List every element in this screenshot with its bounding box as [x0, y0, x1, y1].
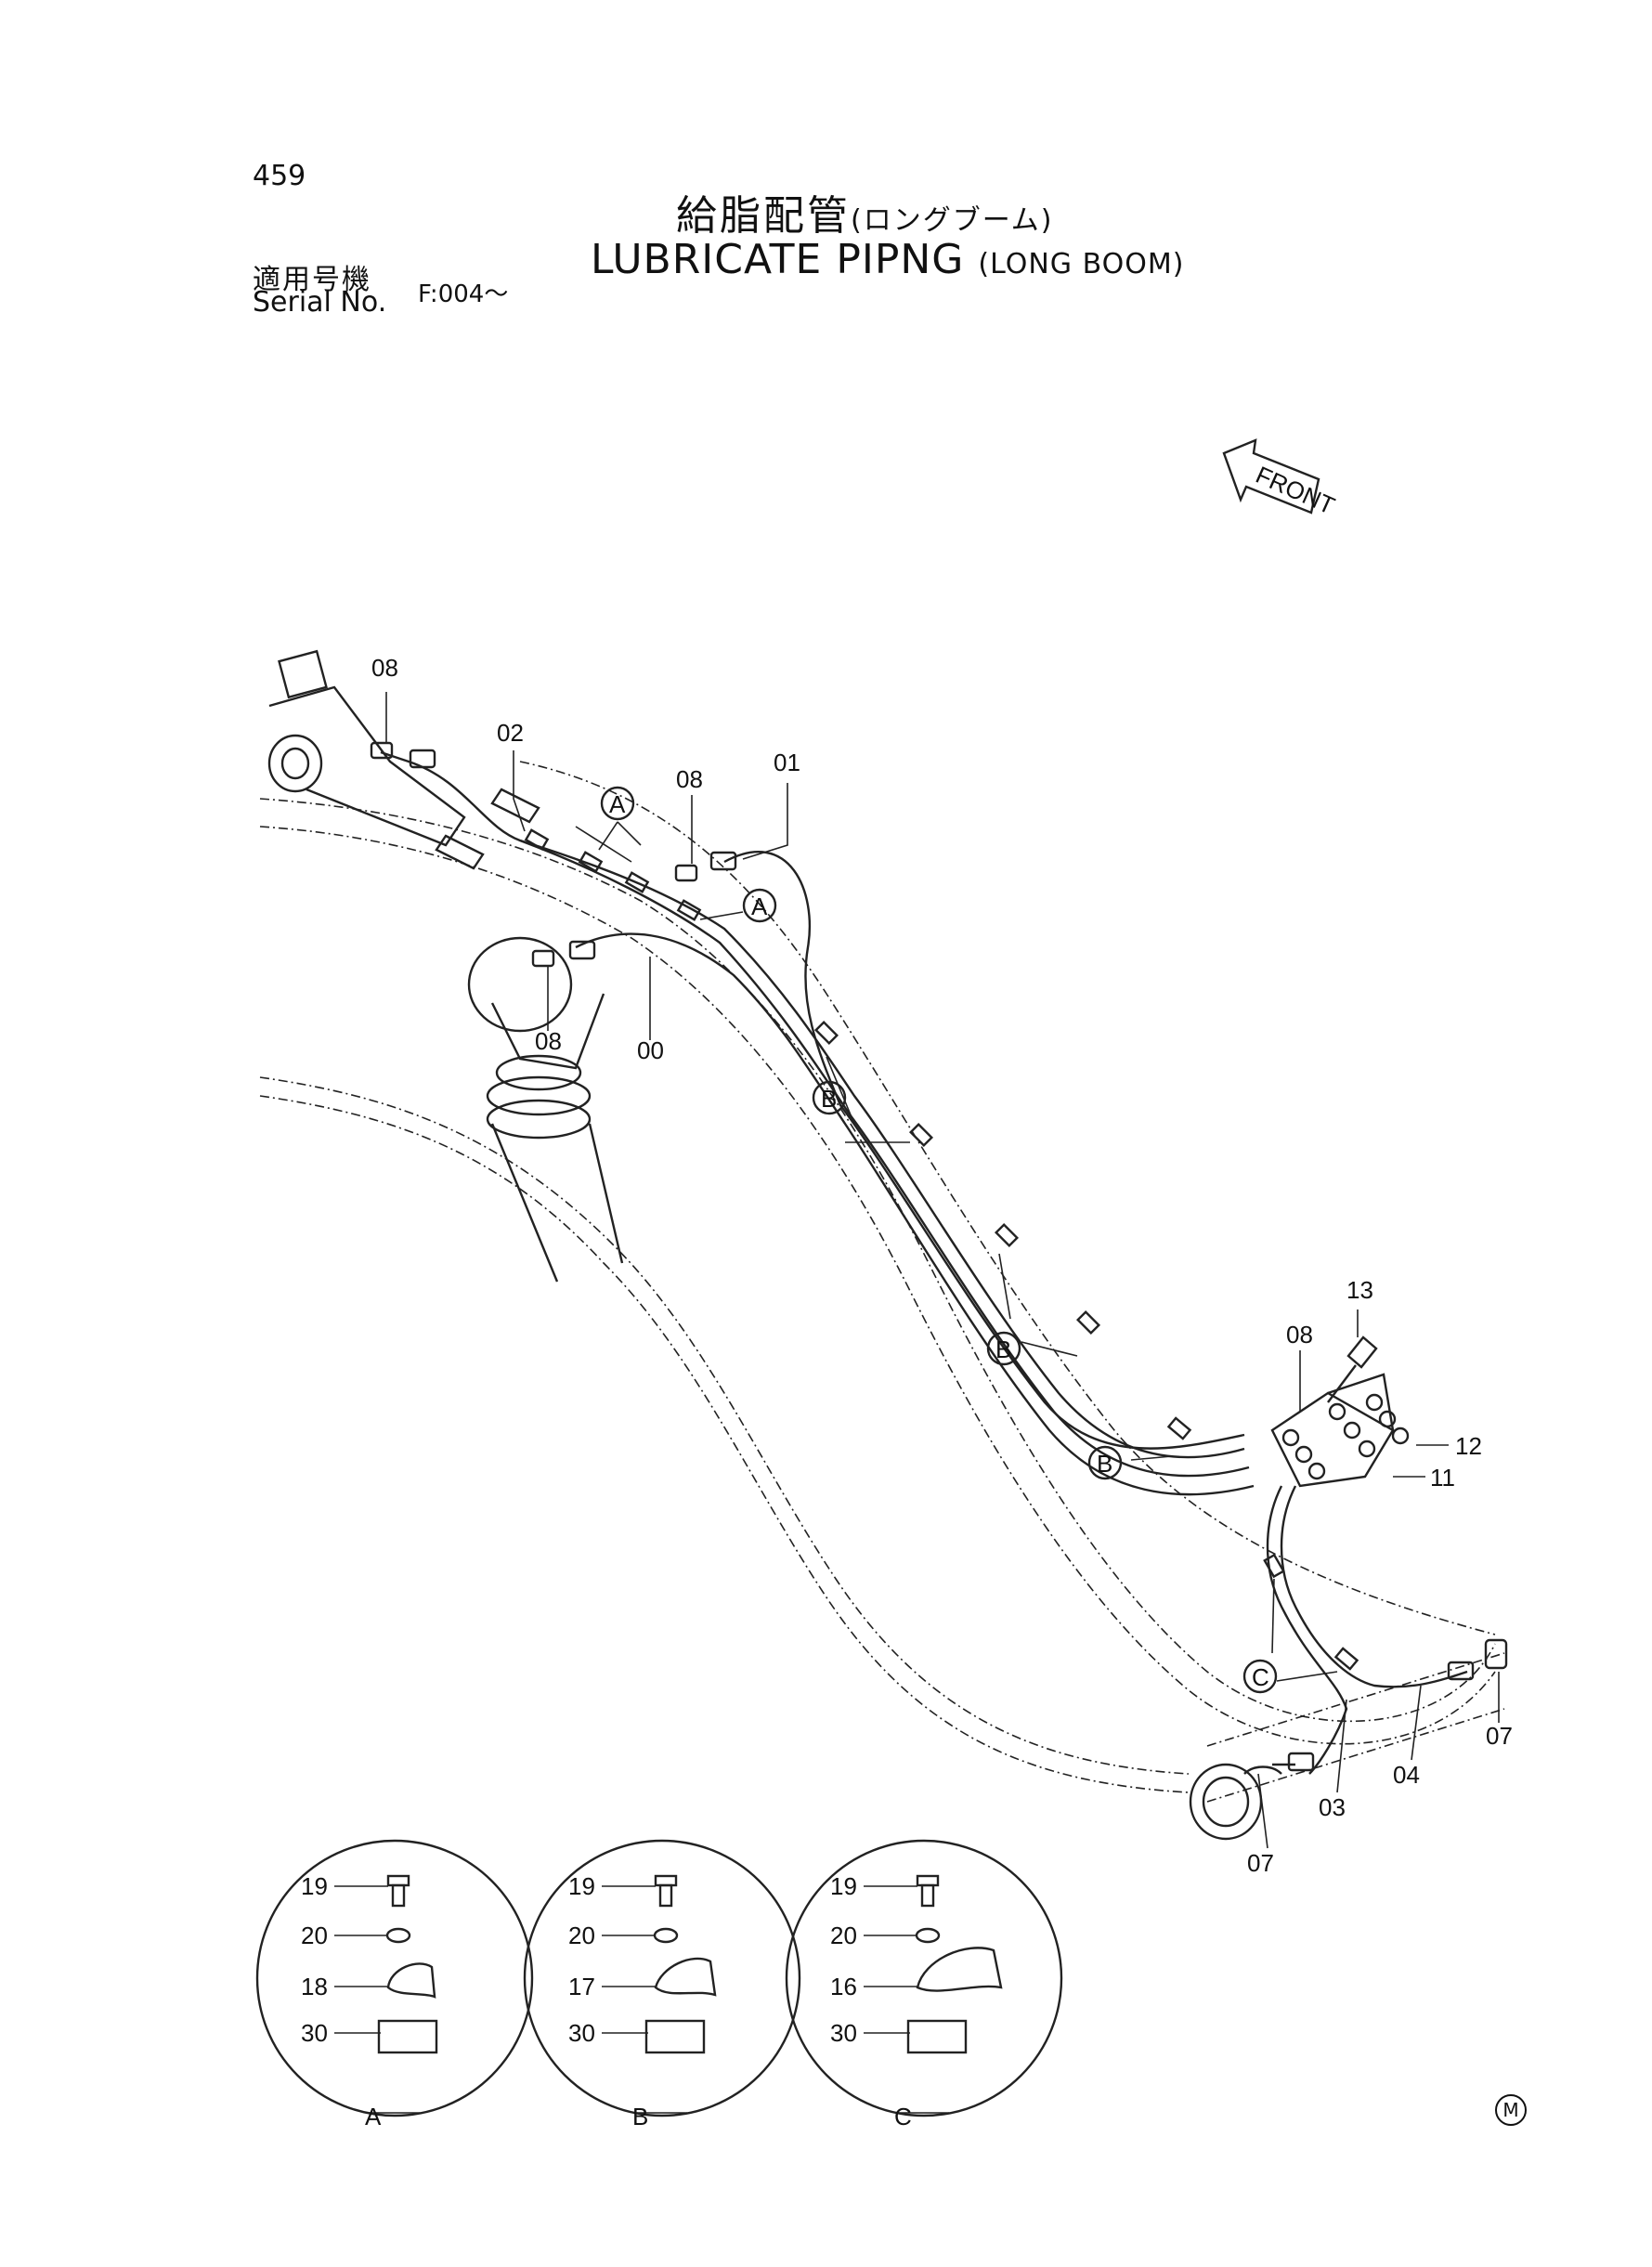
distribution-block	[1270, 1335, 1410, 1488]
grease-pipes	[380, 750, 1468, 1775]
title-japanese: 給脂配管(ロングブーム)	[676, 182, 1054, 241]
detail-b-label: B	[632, 2103, 648, 2130]
marker-b1: B	[821, 1085, 837, 1113]
detail-b-part-3: 17	[568, 1973, 595, 2000]
clamps	[524, 828, 1359, 1671]
callout-07: 07	[1486, 1722, 1513, 1750]
title-jp-sub: (ロングブーム)	[851, 204, 1054, 237]
callout-08: 08	[1286, 1321, 1313, 1348]
detail-c-part-1: 19	[830, 1872, 857, 1900]
detail-c-label: C	[894, 2103, 912, 2130]
serial-label-jp: 適用号機	[253, 264, 371, 296]
fittings	[370, 741, 1508, 1775]
marker-a2: A	[751, 892, 768, 920]
corner-mark: M	[1495, 2094, 1527, 2126]
part-callouts: 08 02 01 08 08 00 13 08 12 11 07 04 03 0…	[371, 654, 1513, 1877]
serial-label-en: Serial No.	[253, 286, 387, 319]
detail-c-part-4: 30	[830, 2019, 857, 2047]
detail-c-part-3: 16	[830, 1973, 857, 2000]
detail-b-part-4: 30	[568, 2019, 595, 2047]
boom-end-pin	[1189, 1763, 1263, 1841]
section-markers: A A B B B C	[600, 786, 1278, 1694]
callout-08: 08	[535, 1027, 562, 1055]
marker-b3: B	[1097, 1450, 1112, 1478]
page-number: 459	[253, 160, 306, 192]
callout-08: 08	[676, 765, 703, 793]
serial-value: F:004～	[418, 280, 509, 308]
callout-01: 01	[774, 749, 800, 776]
title-jp-main: 給脂配管	[676, 192, 851, 240]
detail-c-part-2: 20	[830, 1922, 857, 1949]
detail-c: 19 20 16 30 C	[785, 1839, 1063, 2130]
detail-a-part-2: 20	[301, 1922, 328, 1949]
callout-02: 02	[497, 719, 524, 747]
title-english: LUBRICATE PIPNG (LONG BOOM)	[591, 236, 1184, 283]
detail-a-part-1: 19	[301, 1872, 328, 1900]
front-arrow: FRONT	[1222, 438, 1339, 520]
detail-b-part-1: 19	[568, 1872, 595, 1900]
callout-12: 12	[1455, 1432, 1482, 1460]
callout-13: 13	[1346, 1276, 1373, 1304]
boom-foot-pin	[267, 649, 540, 870]
marker-c1: C	[1252, 1663, 1269, 1691]
title-en-sub: (LONG BOOM)	[978, 248, 1185, 280]
leader-lines	[385, 692, 1500, 1849]
detail-a-part-3: 18	[301, 1973, 328, 2000]
detail-b: 19 20 17 30 B	[523, 1839, 801, 2130]
marker-a1: A	[609, 790, 626, 818]
callout-08: 08	[371, 654, 398, 682]
boom-cylinder	[467, 936, 624, 1283]
detail-b-part-2: 20	[568, 1922, 595, 1949]
detail-a-label: A	[365, 2103, 382, 2130]
callout-07: 07	[1247, 1849, 1274, 1877]
callout-11: 11	[1430, 1464, 1455, 1492]
detail-a: 19 20 18 30 A	[255, 1839, 534, 2130]
callout-00: 00	[637, 1036, 664, 1064]
callout-03: 03	[1319, 1793, 1346, 1821]
detail-a-part-4: 30	[301, 2019, 328, 2047]
callout-04: 04	[1393, 1761, 1420, 1789]
title-en-main: LUBRICATE PIPNG	[591, 236, 965, 283]
marker-b2: B	[995, 1335, 1011, 1363]
boom-outline	[259, 761, 1505, 1803]
